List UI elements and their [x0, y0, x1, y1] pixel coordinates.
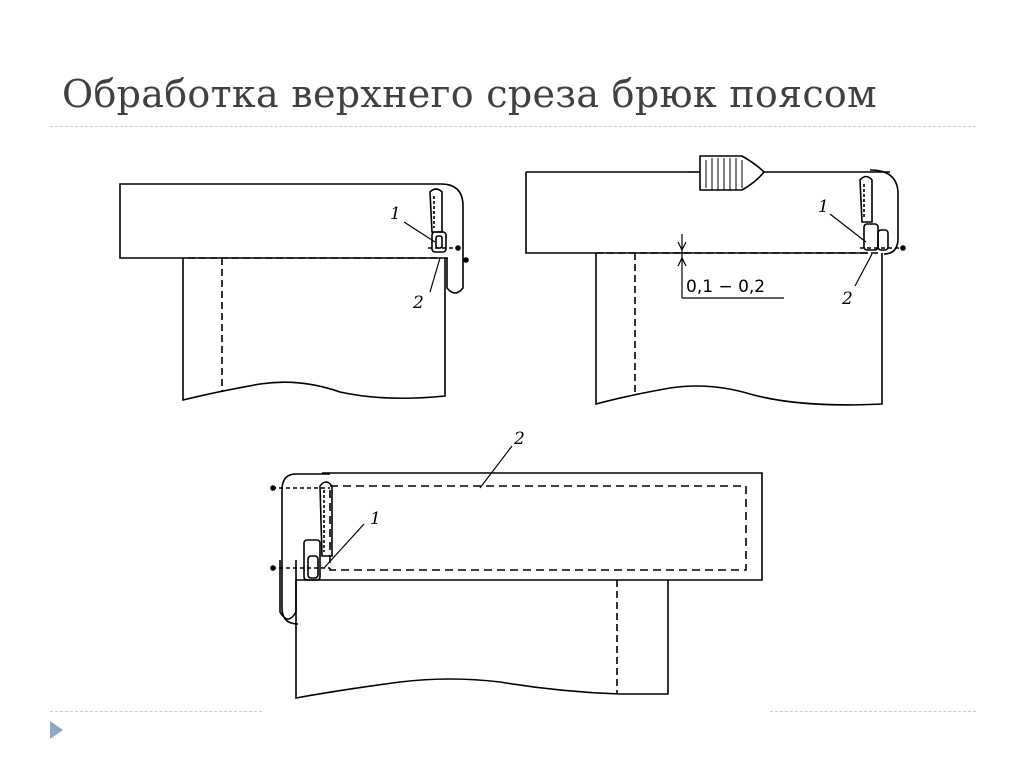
fig1-leader-1 [403, 221, 436, 243]
next-slide-arrow-icon[interactable] [50, 721, 63, 739]
fig3-label-2: 2 [513, 429, 525, 449]
fig3-trouser-panel [295, 580, 669, 699]
fig3-waistband-fold [281, 473, 330, 625]
dimension-label: 0,1 − 0,2 [686, 277, 765, 297]
fig3-label-1: 1 [370, 509, 381, 529]
fig2-inner-fold [859, 175, 873, 223]
fig1-lower-tail [446, 258, 464, 294]
fig3-lower-tail [279, 560, 297, 620]
footer-divider-right [770, 711, 976, 712]
fig1-label-1: 1 [390, 204, 401, 224]
fig2-label-1: 1 [818, 197, 829, 217]
fig1-label-2: 2 [412, 293, 424, 313]
fig1-inner-fold [429, 188, 443, 233]
fig1-trouser-panel [182, 258, 446, 402]
footer-divider-left [50, 711, 262, 712]
figure-1: 1 2 [119, 183, 469, 402]
fig3-inner-fold [319, 481, 333, 557]
fig1-leader-2 [429, 257, 441, 293]
fig3-leader-2 [479, 445, 513, 489]
fig3-seam-allowance [303, 539, 321, 581]
title-divider [50, 126, 976, 127]
fig3-stitch-outline [329, 485, 747, 571]
fig3-leader-1 [323, 523, 365, 569]
fig2-leader-2 [854, 253, 873, 287]
fig1-waistband-fold [440, 183, 464, 258]
iron-icon [699, 155, 766, 191]
figure-3: 1 2 [270, 429, 763, 699]
fig2-label-2: 2 [841, 289, 853, 309]
fig1-seam-allowance [431, 231, 447, 253]
fig2-seam-allowance [863, 223, 879, 251]
fig2-waistband-fold [869, 169, 899, 255]
slide-title: Обработка верхнего среза брюк поясом [62, 72, 877, 116]
fig3-waistband [296, 472, 763, 581]
fig2-trouser-panel [595, 253, 883, 406]
fig2-leader-1 [829, 213, 867, 243]
figure-2: 0,1 − 0,2 1 2 [525, 155, 906, 406]
